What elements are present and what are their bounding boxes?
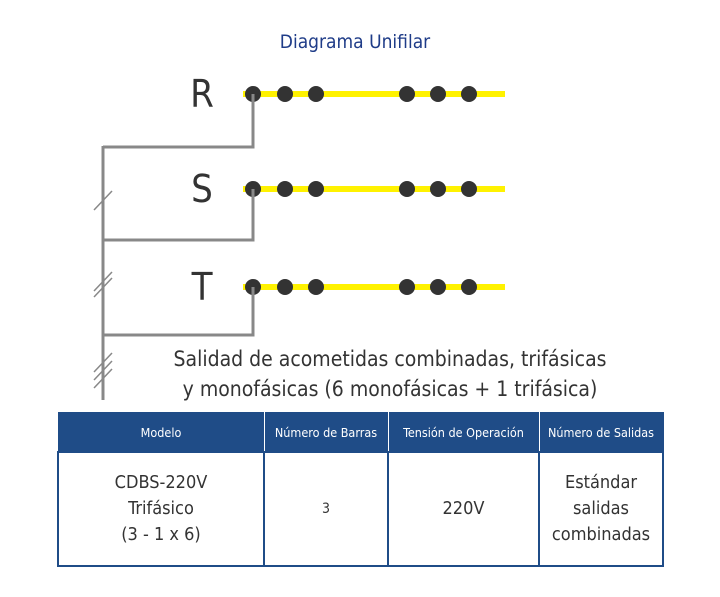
diagram-title: Diagrama Unifilar — [279, 31, 431, 53]
bus-terminal — [399, 181, 415, 197]
salidas-line: combinadas — [551, 524, 651, 545]
wire-s — [103, 189, 255, 242]
phase-label-t: T — [191, 265, 213, 309]
wire-r — [103, 94, 255, 149]
bus-terminal — [430, 86, 446, 102]
single-line-diagram — [93, 86, 505, 400]
feeder-wires — [93, 94, 255, 400]
phase-label-s: S — [191, 167, 213, 211]
modelo-line: (3 - 1 x 6) — [121, 524, 201, 545]
subtitle-line-1: Salidad de acometidas combinadas, trifás… — [173, 347, 607, 371]
cell-barras: 3 — [263, 451, 389, 567]
header-modelo: Modelo — [57, 412, 265, 453]
bus-terminal — [277, 279, 293, 295]
modelo-line: CDBS-220V — [114, 472, 208, 493]
diagram-subtitle: Salidad de acometidas combinadas, trifás… — [100, 344, 680, 404]
modelo-line: Trifásico — [128, 498, 194, 519]
bus-terminal — [430, 181, 446, 197]
header-salidas: Número de Salidas — [538, 412, 664, 453]
table-header-row: Modelo Número de Barras Tensión de Opera… — [57, 412, 664, 453]
salidas-line: Estándar — [564, 472, 638, 493]
table-row: CDBS-220V Trifásico (3 - 1 x 6) 3 220V E… — [57, 451, 664, 567]
bus-terminal — [399, 279, 415, 295]
salidas-line: salidas — [572, 498, 629, 519]
bus-terminal — [277, 86, 293, 102]
conductor-ticks — [93, 190, 113, 389]
bus-terminal — [430, 279, 446, 295]
bus-terminal — [277, 181, 293, 197]
cell-modelo: CDBS-220V Trifásico (3 - 1 x 6) — [57, 451, 265, 567]
bus-terminal — [308, 86, 324, 102]
wire-t — [103, 287, 255, 337]
cell-tension: 220V — [387, 451, 540, 567]
subtitle-line-2: y monofásicas (6 monofásicas + 1 trifási… — [182, 377, 598, 401]
bus-terminal — [461, 279, 477, 295]
bus-terminal — [461, 181, 477, 197]
phase-label-r: R — [190, 72, 214, 116]
bus-terminal — [399, 86, 415, 102]
bus-terminal — [461, 86, 477, 102]
header-tension: Tensión de Operación — [387, 412, 540, 453]
bus-terminal — [308, 181, 324, 197]
bus-terminal — [308, 279, 324, 295]
specs-table: Modelo Número de Barras Tensión de Opera… — [57, 412, 664, 567]
cell-salidas: Estándar salidas combinadas — [538, 451, 664, 567]
header-barras: Número de Barras — [263, 412, 389, 453]
